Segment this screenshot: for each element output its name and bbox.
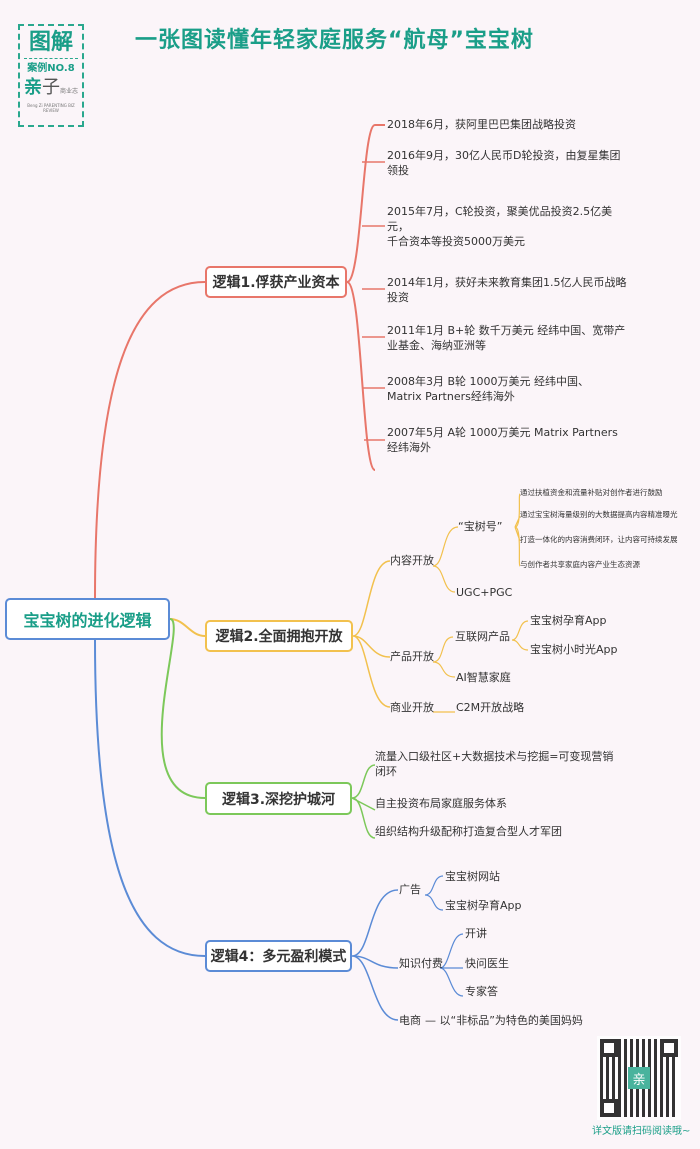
baoshuhao-item: 与创作者共享家庭内容产业生态资源 bbox=[520, 560, 640, 569]
qr-center-logo: 亲 bbox=[628, 1067, 650, 1089]
branch-1-item: 2015年7月，C轮投资，聚美优品投资2.5亿美 元， 千合资本等投资5000万… bbox=[387, 205, 613, 248]
page-title: 一张图读懂年轻家庭服务“航母”宝宝树 bbox=[135, 28, 534, 53]
branch-1-item: 2011年1月 B+轮 数千万美元 经纬中国、宽带产 业基金、海纳亚洲等 bbox=[387, 324, 626, 352]
logo-brand: 亲子商业志 bbox=[23, 77, 78, 98]
ads-node: 广告 bbox=[399, 883, 421, 896]
ugc-pgc-node: UGC+PGC bbox=[456, 586, 513, 599]
baoshuhao-item: 通过宝宝树海量级别的大数据提高内容精准曝光 bbox=[520, 510, 678, 519]
logo-case: 案例NO.8 bbox=[27, 63, 75, 74]
branch-1-item: 2007年5月 A轮 1000万美元 Matrix Partners 经纬海外 bbox=[387, 426, 618, 454]
knowledge-item: 专家答 bbox=[465, 985, 498, 998]
branch-1-item: 2018年6月，获阿里巴巴集团战略投资 bbox=[387, 118, 576, 131]
app-item: 宝宝树小时光App bbox=[530, 643, 618, 656]
qr-code[interactable]: 亲 bbox=[597, 1036, 681, 1120]
branch-3-item: 流量入口级社区+大数据技术与挖掘=可变现营销 闭环 bbox=[375, 750, 614, 778]
ecommerce-item-text: 以“非标品”为特色的美国妈妈 bbox=[439, 1014, 583, 1027]
logo-subtitle: Beng Zi PARENTING BIZ REVIEW bbox=[27, 103, 75, 113]
qr-caption: 详文版请扫码阅读哦~ bbox=[592, 1126, 691, 1137]
branch-1-item: 2016年9月，30亿人民币D轮投资，由复星集团 领投 bbox=[387, 149, 621, 177]
ads-item: 宝宝树孕育App bbox=[445, 899, 522, 912]
branch-3-item: 自主投资布局家庭服务体系 bbox=[375, 797, 507, 810]
ai-home-node: AI智慧家庭 bbox=[456, 671, 511, 684]
branch-1-node: 逻辑1.俘获产业资本 bbox=[205, 266, 347, 298]
branch-3-item: 组织结构升级配称打造复合型人才军团 bbox=[375, 825, 562, 838]
product-open-node: 产品开放 bbox=[390, 650, 434, 663]
branch-1-item: 2008年3月 B轮 1000万美元 经纬中国、 Matrix Partners… bbox=[387, 375, 590, 403]
ads-item: 宝宝树网站 bbox=[445, 870, 500, 883]
branch-4-node: 逻辑4：多元盈利模式 bbox=[205, 940, 352, 972]
baoshuhao-node: “宝树号” bbox=[458, 520, 503, 533]
ecommerce-item: — 以“非标品”为特色的美国妈妈 bbox=[425, 1014, 583, 1027]
logo-badge: 图解 案例NO.8 亲子商业志 Beng Zi PARENTING BIZ RE… bbox=[18, 24, 84, 127]
knowledge-item: 快问医生 bbox=[465, 957, 509, 970]
knowledge-item: 开讲 bbox=[465, 927, 487, 940]
baoshuhao-item: 打造一体化的内容消费闭环，让内容可持续发展 bbox=[520, 535, 678, 544]
internet-product-node: 互联网产品 bbox=[455, 630, 510, 643]
branch-3-node: 逻辑3.深挖护城河 bbox=[205, 782, 352, 815]
app-item: 宝宝树孕育App bbox=[530, 614, 607, 627]
business-open-node: 商业开放 bbox=[390, 701, 434, 714]
content-open-node: 内容开放 bbox=[390, 554, 434, 567]
knowledge-node: 知识付费 bbox=[399, 957, 443, 970]
branch-2-node: 逻辑2.全面拥抱开放 bbox=[205, 620, 353, 652]
c2m-node: C2M开放战略 bbox=[456, 701, 525, 714]
branch-1-item: 2014年1月，获好未来教育集团1.5亿人民币战略 投资 bbox=[387, 276, 627, 304]
baoshuhao-item: 通过扶植资金和流量补贴对创作者进行鼓励 bbox=[520, 488, 663, 497]
logo-title: 图解 bbox=[24, 28, 78, 59]
root-node: 宝宝树的进化逻辑 bbox=[5, 598, 170, 640]
ecommerce-node: 电商 bbox=[399, 1014, 421, 1027]
